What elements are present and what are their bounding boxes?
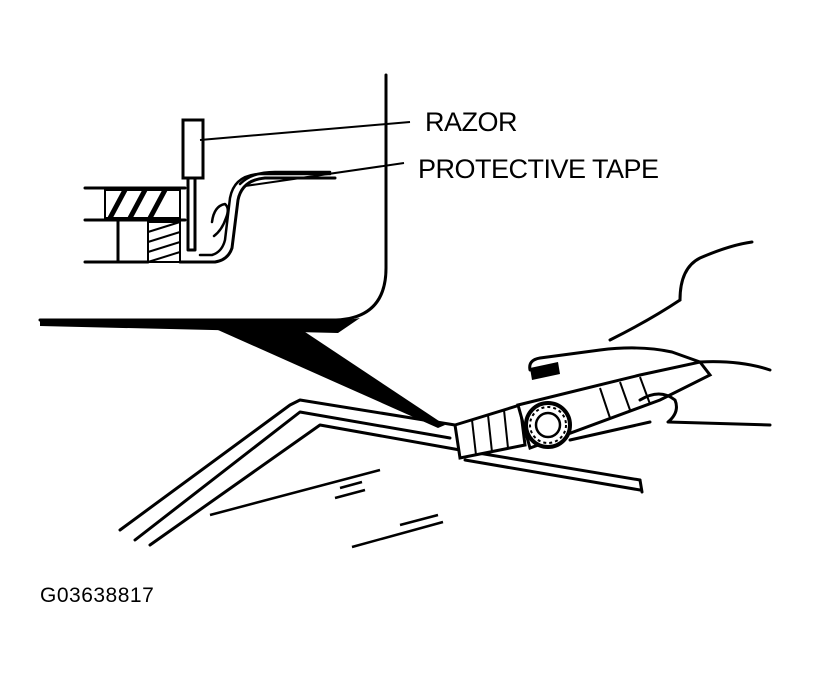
figure-id: G03638817 <box>40 584 154 607</box>
protective-tape-section <box>210 202 229 238</box>
glass-edge-inner <box>198 172 332 257</box>
hatched-panel <box>104 188 181 220</box>
razor-label: RAZOR <box>425 107 517 137</box>
inset-frame-shadow <box>40 318 360 333</box>
callout-pointer <box>200 322 445 428</box>
glass-reflection-3 <box>339 480 363 490</box>
hand-with-cutter <box>453 240 772 460</box>
finger-line-1 <box>698 360 772 372</box>
thumb <box>528 346 702 372</box>
glass-reflection-2 <box>334 488 366 500</box>
razor-leader <box>199 121 411 141</box>
glass-reflection-1 <box>209 468 381 517</box>
razor-handle-section <box>181 118 205 180</box>
glass-edge <box>148 423 642 547</box>
cross-section-detail <box>83 118 337 264</box>
glass-reflection-4 <box>351 520 444 549</box>
index-finger-top <box>608 298 682 342</box>
finger-line-2 <box>638 392 772 427</box>
finger-under <box>568 420 652 442</box>
glass-edge-lower <box>463 458 642 492</box>
thumbnail <box>530 362 560 380</box>
protective-tape-label: PROTECTIVE TAPE <box>418 154 659 184</box>
urethane-bead <box>147 221 181 263</box>
tape-leader <box>244 162 405 187</box>
flange-left <box>116 218 150 264</box>
glass-reflection-5 <box>399 513 439 527</box>
hand-top <box>678 240 754 302</box>
glass-corner <box>638 478 644 494</box>
windshield <box>118 398 644 549</box>
glass-edge-outer <box>178 176 337 264</box>
inset-frame-edge <box>38 73 388 322</box>
detail-inset <box>38 73 388 333</box>
razor-blade-section <box>186 176 197 252</box>
molding-inner-edge <box>133 410 452 542</box>
tape-top-edge <box>238 170 332 186</box>
molding-outer-edge <box>118 398 457 532</box>
